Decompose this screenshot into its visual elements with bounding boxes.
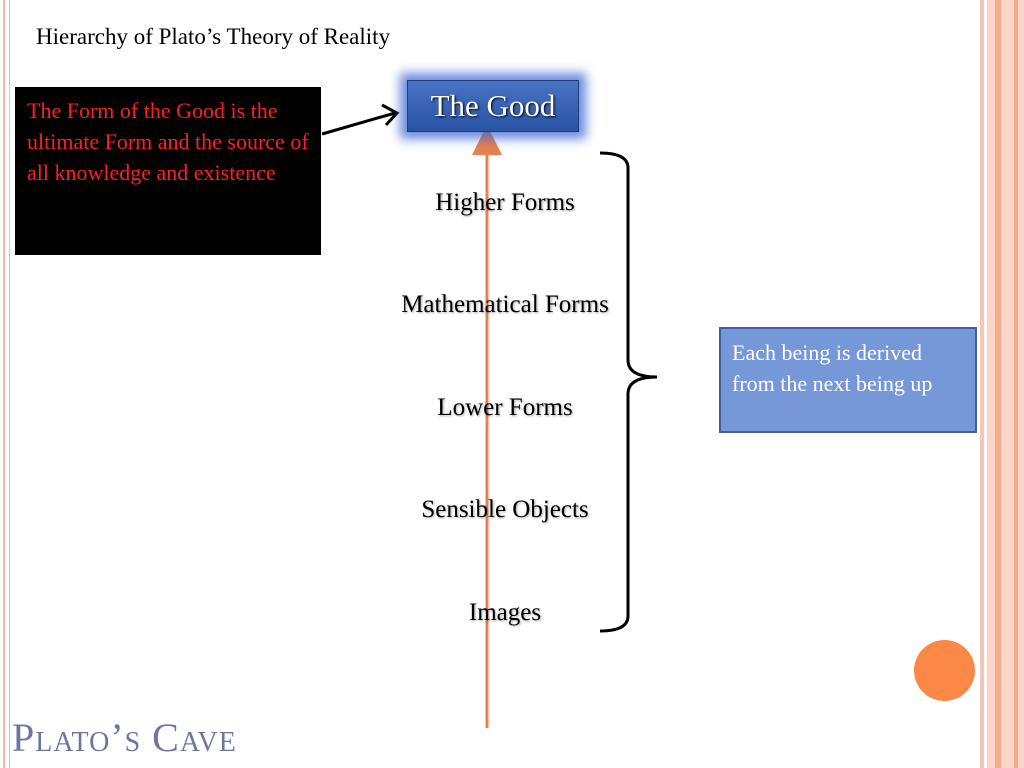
form-of-good-note: The Form of the Good is the ultimate For… <box>15 87 321 255</box>
right-stripe <box>1018 0 1024 768</box>
accent-circle <box>914 640 975 701</box>
pointer-arrow <box>321 111 396 136</box>
left-border-line <box>9 0 10 768</box>
right-stripe <box>980 0 984 768</box>
level-sensible-objects: Sensible Objects <box>421 496 589 523</box>
pointer-arrow-head <box>381 103 400 127</box>
level-mathematical-forms: Mathematical Forms <box>401 291 609 318</box>
hierarchy-bracket <box>599 151 658 633</box>
right-stripe <box>995 0 1001 768</box>
level-higher-forms: Higher Forms <box>435 189 575 216</box>
left-border-line <box>3 0 5 768</box>
derived-being-note: Each being is derived from the next bein… <box>719 327 977 433</box>
footer-title: Plato’s Cave <box>12 715 237 760</box>
level-lower-forms: Lower Forms <box>437 394 573 421</box>
the-good-box: The Good <box>407 80 579 132</box>
slide-heading: Hierarchy of Plato’s Theory of Reality <box>36 24 391 49</box>
level-images: Images <box>468 599 542 626</box>
right-stripe <box>987 0 995 768</box>
right-stripe <box>1014 0 1018 768</box>
right-stripe <box>1001 0 1014 768</box>
